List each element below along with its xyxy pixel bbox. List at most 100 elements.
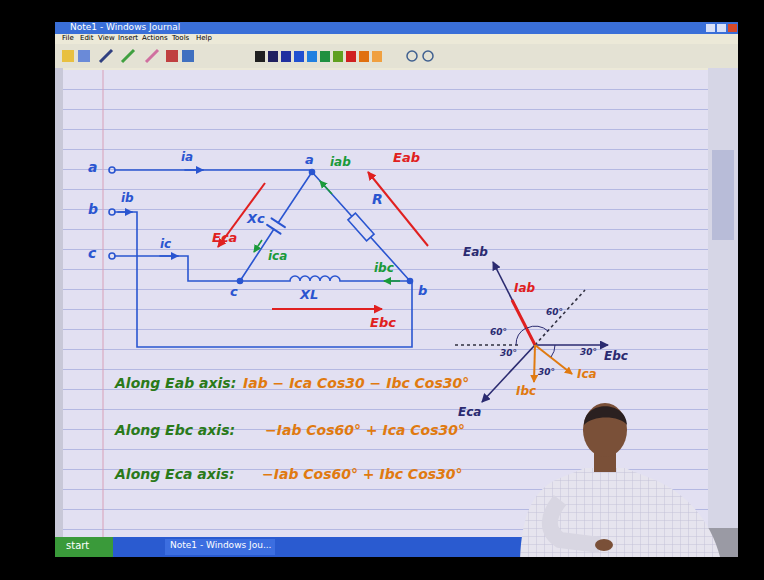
ruled-page-part	[103, 70, 104, 537]
delta-circuit-part	[240, 172, 312, 281]
projection-equation: −Iab Cos60° + Ibc Cos30°	[262, 467, 463, 482]
menu-item: Actions	[142, 35, 168, 43]
toolbar-icons-part	[78, 50, 90, 62]
vertex-name: a	[305, 153, 314, 167]
inductor-reactance: XL	[300, 288, 318, 302]
menu-item: Edit	[80, 35, 94, 43]
line-current: ia	[181, 151, 193, 164]
lecturer-part	[584, 406, 627, 425]
phasor-diagram-part	[455, 344, 520, 346]
start-button: start	[66, 540, 89, 551]
terminal-name: b	[88, 202, 98, 217]
application-window	[55, 22, 738, 557]
toolbar-icons-part	[166, 50, 178, 62]
window-title: Note1 - Windows Journal	[70, 23, 180, 33]
projection-equation: Iab − Ica Cos30 − Ibc Cos30°	[243, 376, 469, 391]
application-window-part	[717, 24, 726, 32]
toolbar-icons-part	[346, 51, 356, 62]
toolbar-icons-part	[407, 51, 417, 61]
delta-circuit-part	[267, 218, 285, 233]
delta-circuit-part	[115, 169, 310, 171]
projection-equation: −Iab Cos60° + Ica Cos30°	[265, 423, 465, 438]
delta-circuit-part	[115, 212, 412, 347]
toolbar-icons-part	[122, 50, 134, 62]
menu-item: Tools	[172, 35, 189, 43]
toolbar-icons-part	[294, 51, 304, 62]
ruled-page-part	[708, 68, 738, 537]
phasor-name: Eab	[463, 246, 488, 259]
toolbar-icons-part	[100, 50, 112, 62]
delta-circuit-part	[109, 253, 115, 259]
terminal-name: c	[88, 246, 96, 261]
branch-current-arrows-part	[254, 240, 262, 252]
phasor-diagram-part	[527, 326, 548, 331]
phasor-diagram-part	[535, 290, 585, 345]
delta-circuit-part	[312, 172, 410, 281]
phasor-name: Eca	[458, 406, 481, 419]
application-window-part	[55, 34, 738, 44]
delta-circuit	[109, 167, 413, 347]
delta-circuit-part	[238, 279, 243, 284]
delta-circuit-part	[118, 211, 132, 213]
phasor-name: Ibc	[516, 385, 536, 398]
phase-current: iab	[330, 156, 351, 169]
phase-current: ica	[268, 250, 287, 263]
lecturer-part	[583, 403, 627, 457]
delta-circuit-part	[348, 213, 374, 241]
ruled-page	[55, 68, 738, 537]
toolbar-icons-part	[255, 51, 265, 62]
toolbar-icons-part	[146, 50, 158, 62]
line-current: ib	[121, 192, 134, 205]
branch-current-arrows	[254, 181, 400, 281]
application-window-part	[55, 44, 738, 68]
line-current: ic	[160, 238, 171, 251]
delta-circuit-part	[408, 279, 413, 284]
menu-item: Help	[196, 35, 212, 43]
angle-label: 30°	[538, 368, 555, 378]
delta-circuit-part	[160, 255, 178, 257]
toolbar-icons-part	[62, 50, 74, 62]
phasor-diagram	[455, 262, 608, 402]
angle-label: 60°	[546, 308, 563, 318]
voltage-name: Ebc	[370, 316, 396, 330]
application-window-part	[55, 22, 738, 34]
delta-circuit-part	[185, 169, 203, 171]
ruled-page-part	[63, 70, 708, 537]
toolbar-icons-part	[281, 51, 291, 62]
voltage-arrows	[218, 172, 428, 309]
ruled-page-part	[712, 150, 734, 240]
voltage-arrows-part	[368, 172, 428, 246]
toolbar-icons-part	[307, 51, 317, 62]
application-window-part	[728, 24, 737, 32]
taskbar-item: Note1 - Windows Jou...	[170, 541, 271, 551]
application-window-part	[55, 22, 738, 557]
ruled-page-part	[55, 68, 63, 537]
voltage-arrows-part	[272, 308, 382, 310]
menu-item: View	[98, 35, 115, 43]
menu-item: Insert	[118, 35, 138, 43]
lecturer-part	[550, 500, 600, 545]
vertex-name: b	[418, 284, 427, 298]
terminal-name: a	[88, 160, 97, 175]
capacitor-reactance: Xc	[247, 212, 265, 226]
vertex-name: c	[230, 285, 238, 299]
phasor-diagram-part	[512, 300, 535, 345]
phasor-diagram-part	[534, 345, 535, 382]
branch-current-arrows-part	[320, 181, 332, 194]
equation-heading: Along Eca axis:	[115, 467, 235, 482]
lecturer-part	[595, 539, 613, 551]
delta-circuit-part	[240, 276, 410, 281]
taskbar-part	[165, 539, 275, 555]
angle-label: 30°	[500, 349, 517, 359]
application-window-part	[706, 24, 715, 32]
toolbar-icons-part	[268, 51, 278, 62]
voltage-name: Eab	[393, 151, 420, 165]
phase-current: ibc	[374, 262, 394, 275]
toolbar-icons-part	[372, 51, 382, 62]
menu-item: File	[62, 35, 74, 43]
voltage-name: Eca	[212, 231, 237, 245]
lecturer	[520, 403, 738, 557]
delta-circuit-part	[109, 167, 115, 173]
toolbar-icons-part	[320, 51, 330, 62]
